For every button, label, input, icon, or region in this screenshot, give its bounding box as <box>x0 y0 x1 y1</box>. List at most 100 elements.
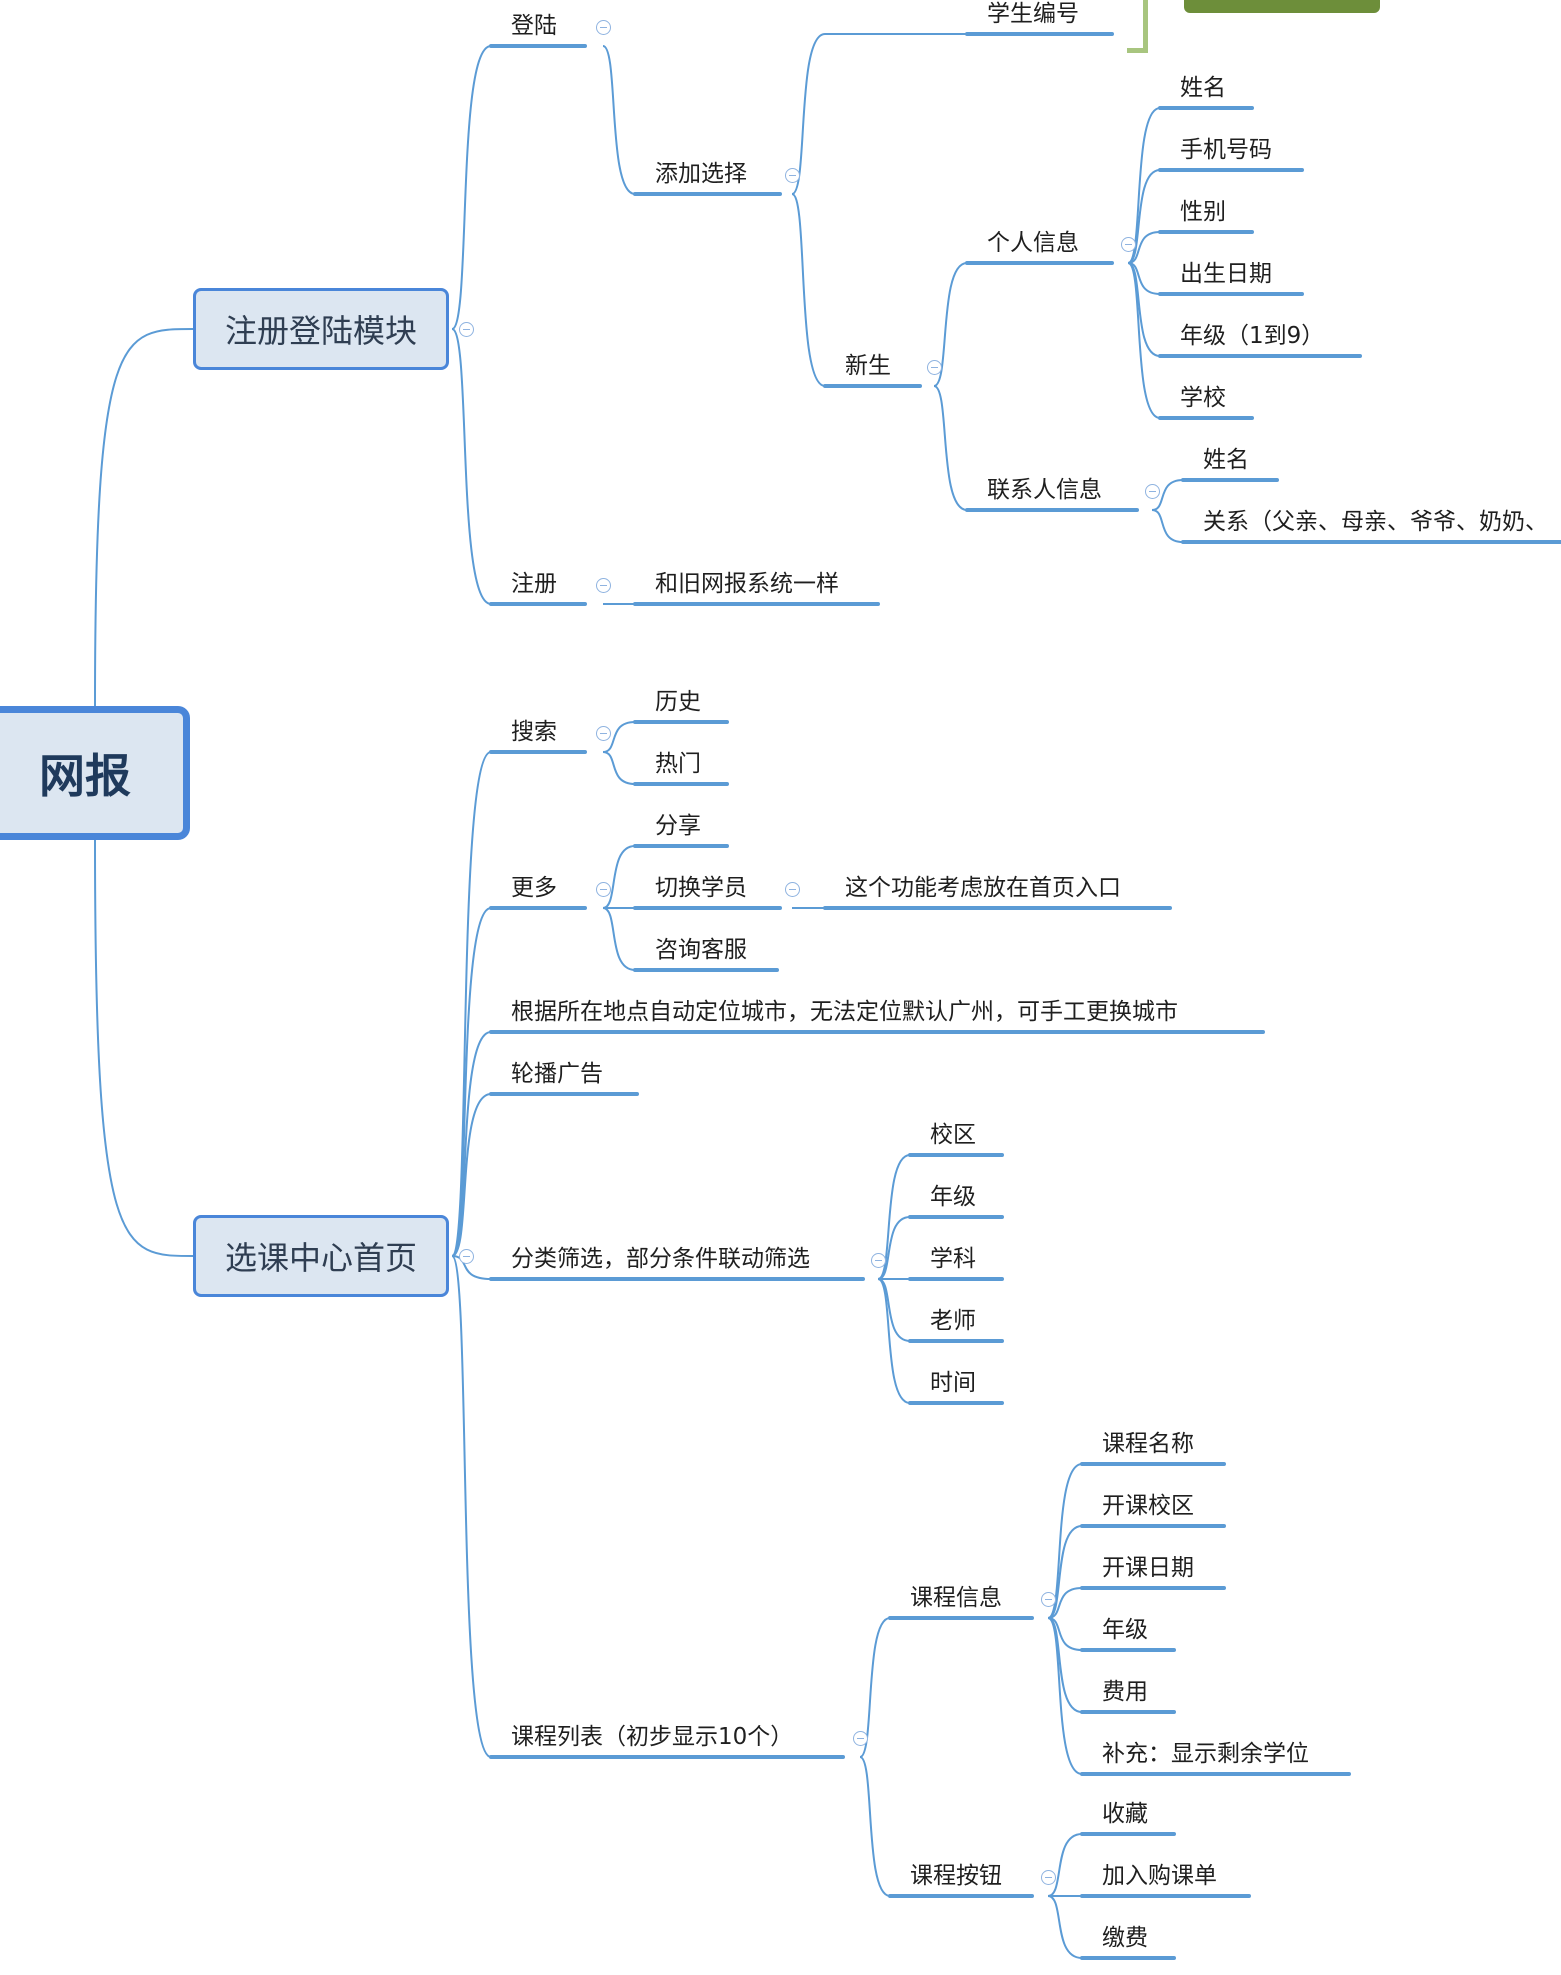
node-denglu[interactable]: 登陆 <box>511 13 557 39</box>
connector <box>94 839 194 1257</box>
collapse-toggle-icon[interactable] <box>596 726 611 741</box>
node-zhuce-desc[interactable]: 和旧网报系统一样 <box>655 571 839 597</box>
connector <box>1127 169 1161 264</box>
node-an-shoucang[interactable]: 收藏 <box>1102 1801 1148 1827</box>
node-p-chusheng[interactable]: 出生日期 <box>1180 261 1272 287</box>
node-an-gouke[interactable]: 加入购课单 <box>1102 1863 1217 1889</box>
node-qiehuan-note[interactable]: 这个功能考虑放在首页入口 <box>845 875 1121 901</box>
connector <box>1047 1617 1083 1651</box>
collapse-toggle-icon[interactable] <box>1041 1870 1056 1885</box>
main-node-course-center[interactable]: 选课中心首页 <box>193 1215 449 1297</box>
connector <box>1047 1587 1083 1619</box>
node-xinsheng[interactable]: 新生 <box>845 353 891 379</box>
connector <box>877 1278 911 1342</box>
collapse-toggle-icon[interactable] <box>1121 237 1136 252</box>
node-p-nianji[interactable]: 年级（1到9） <box>1180 323 1325 349</box>
connector <box>859 1756 891 1897</box>
connector <box>933 385 968 511</box>
collapse-toggle-icon[interactable] <box>459 1249 474 1264</box>
node-p-xingbie[interactable]: 性别 <box>1180 199 1226 225</box>
connector <box>791 193 826 387</box>
connector <box>1127 262 1161 357</box>
connector <box>602 845 636 909</box>
node-p-xuexiao[interactable]: 学校 <box>1180 385 1226 411</box>
collapse-toggle-icon[interactable] <box>596 578 611 593</box>
node-laoshi[interactable]: 老师 <box>930 1308 976 1334</box>
connector <box>451 328 492 605</box>
connector <box>451 907 492 1257</box>
node-kc-mingcheng[interactable]: 课程名称 <box>1102 1431 1194 1457</box>
collapse-toggle-icon[interactable] <box>596 20 611 35</box>
node-gerenxinxi[interactable]: 个人信息 <box>987 230 1079 256</box>
collapse-toggle-icon[interactable] <box>459 322 474 337</box>
node-gengduo[interactable]: 更多 <box>511 875 557 901</box>
node-zhuce[interactable]: 注册 <box>511 571 557 597</box>
connector <box>1047 1617 1083 1713</box>
connector <box>602 721 636 753</box>
node-dingwei[interactable]: 根据所在地点自动定位城市，无法定位默认广州，可手工更换城市 <box>511 999 1178 1025</box>
node-xueshengbianhao[interactable]: 学生编号 <box>987 1 1079 27</box>
summary-bracket <box>1127 0 1148 53</box>
collapse-toggle-icon[interactable] <box>785 168 800 183</box>
connector <box>859 1617 891 1758</box>
node-kechengxinxi[interactable]: 课程信息 <box>910 1585 1002 1611</box>
connector <box>877 1216 911 1280</box>
node-kc-xiaoqu[interactable]: 开课校区 <box>1102 1493 1194 1519</box>
connector <box>791 33 826 195</box>
node-kc-nianji[interactable]: 年级 <box>1102 1617 1148 1643</box>
node-kc-feiyong[interactable]: 费用 <box>1102 1679 1148 1705</box>
node-p-xingming[interactable]: 姓名 <box>1180 75 1226 101</box>
node-kechenganniu[interactable]: 课程按钮 <box>910 1863 1002 1889</box>
collapse-toggle-icon[interactable] <box>1041 1592 1056 1607</box>
connector <box>1151 479 1184 511</box>
node-lishi[interactable]: 历史 <box>655 689 701 715</box>
node-p-shouji[interactable]: 手机号码 <box>1180 137 1272 163</box>
node-zixun[interactable]: 咨询客服 <box>655 937 747 963</box>
node-an-jiaofei[interactable]: 缴费 <box>1102 1925 1148 1951</box>
connector <box>451 1031 492 1257</box>
connector <box>1047 1895 1083 1959</box>
connector <box>877 1278 911 1404</box>
collapse-toggle-icon[interactable] <box>927 360 942 375</box>
node-fenlei[interactable]: 分类筛选，部分条件联动筛选 <box>511 1246 810 1272</box>
connector <box>451 45 492 330</box>
node-f-nianji[interactable]: 年级 <box>930 1184 976 1210</box>
connector <box>877 1154 911 1280</box>
node-xiaoqu[interactable]: 校区 <box>930 1122 976 1148</box>
node-tianjia[interactable]: 添加选择 <box>655 161 747 187</box>
partial-green-node <box>1184 0 1380 13</box>
node-sousuo[interactable]: 搜索 <box>511 719 557 745</box>
connector <box>451 1093 492 1257</box>
connector <box>1127 231 1161 264</box>
connector <box>1047 1617 1083 1775</box>
connector <box>451 1255 492 1758</box>
connector <box>1047 1833 1083 1897</box>
node-kc-riqi[interactable]: 开课日期 <box>1102 1555 1194 1581</box>
collapse-toggle-icon[interactable] <box>596 882 611 897</box>
connector <box>602 45 636 195</box>
connector <box>1127 262 1161 419</box>
node-lunbo[interactable]: 轮播广告 <box>511 1061 603 1087</box>
node-qiehuan[interactable]: 切换学员 <box>655 875 747 901</box>
connector <box>602 751 636 785</box>
node-remen[interactable]: 热门 <box>655 751 701 777</box>
node-shijian[interactable]: 时间 <box>930 1370 976 1396</box>
connector <box>1151 509 1184 543</box>
node-kc-buchong[interactable]: 补充：显示剩余学位 <box>1102 1741 1309 1767</box>
node-kechengliebiao[interactable]: 课程列表（初步显示10个） <box>511 1724 794 1750</box>
root-node[interactable]: 网报 <box>0 706 190 840</box>
collapse-toggle-icon[interactable] <box>871 1253 886 1268</box>
node-c-xingming[interactable]: 姓名 <box>1203 447 1249 473</box>
connector <box>1047 1463 1083 1619</box>
connector <box>451 751 492 1257</box>
node-lianxiren[interactable]: 联系人信息 <box>987 477 1102 503</box>
main-node-register-login[interactable]: 注册登陆模块 <box>193 288 449 370</box>
collapse-toggle-icon[interactable] <box>1145 484 1160 499</box>
node-c-guanxi[interactable]: 关系（父亲、母亲、爷爷、奶奶、 <box>1203 509 1548 535</box>
connector <box>1047 1525 1083 1619</box>
collapse-toggle-icon[interactable] <box>785 882 800 897</box>
node-fenxiang[interactable]: 分享 <box>655 813 701 839</box>
collapse-toggle-icon[interactable] <box>853 1731 868 1746</box>
node-xueke[interactable]: 学科 <box>930 1246 976 1272</box>
